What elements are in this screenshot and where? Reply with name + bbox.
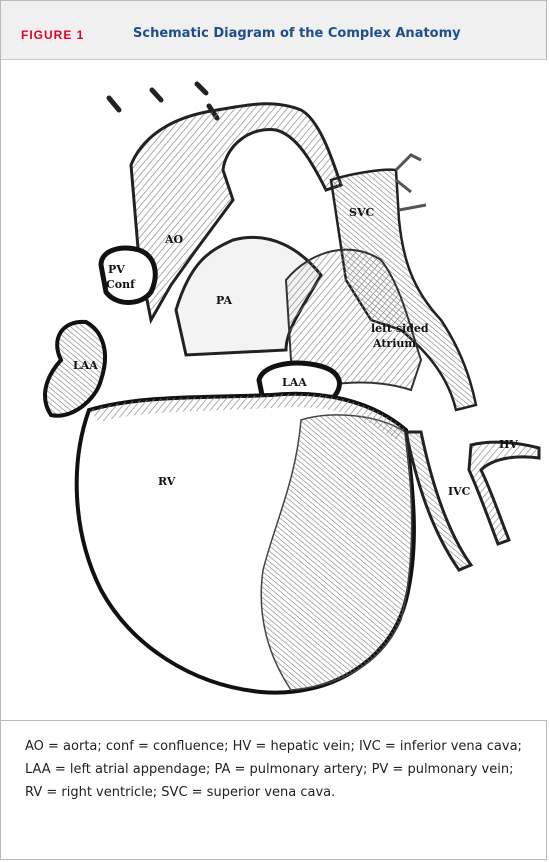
label-conf: Conf [106,278,136,291]
figure-header: FIGURE 1 Schematic Diagram of the Comple… [1,1,546,60]
label-laa-right: LAA [282,376,307,389]
heart-schematic: AO PV Conf PA SVC left sided Atrium LAA … [1,60,548,720]
label-svc: SVC [349,206,374,219]
label-pv: PV [108,263,125,276]
anatomy-diagram: AO PV Conf PA SVC left sided Atrium LAA … [1,60,548,720]
label-laa-left: LAA [73,359,98,372]
label-ivc: IVC [448,485,471,498]
figure-label: FIGURE 1 [21,28,84,42]
label-rv: RV [158,475,176,488]
label-left-atrium-1: left sided [371,322,429,335]
label-hv: HV [499,438,518,451]
label-ao: AO [164,233,184,246]
hv-shape [469,442,539,544]
caption-divider [1,720,546,721]
figure-title: Schematic Diagram of the Complex Anatomy [133,26,461,41]
label-pa: PA [216,294,232,307]
figure-caption: AO = aorta; conf = confluence; HV = hepa… [25,735,525,804]
svc-branches [396,155,426,210]
ivc-shape [406,432,471,570]
label-left-atrium-2: Atrium [372,337,416,350]
